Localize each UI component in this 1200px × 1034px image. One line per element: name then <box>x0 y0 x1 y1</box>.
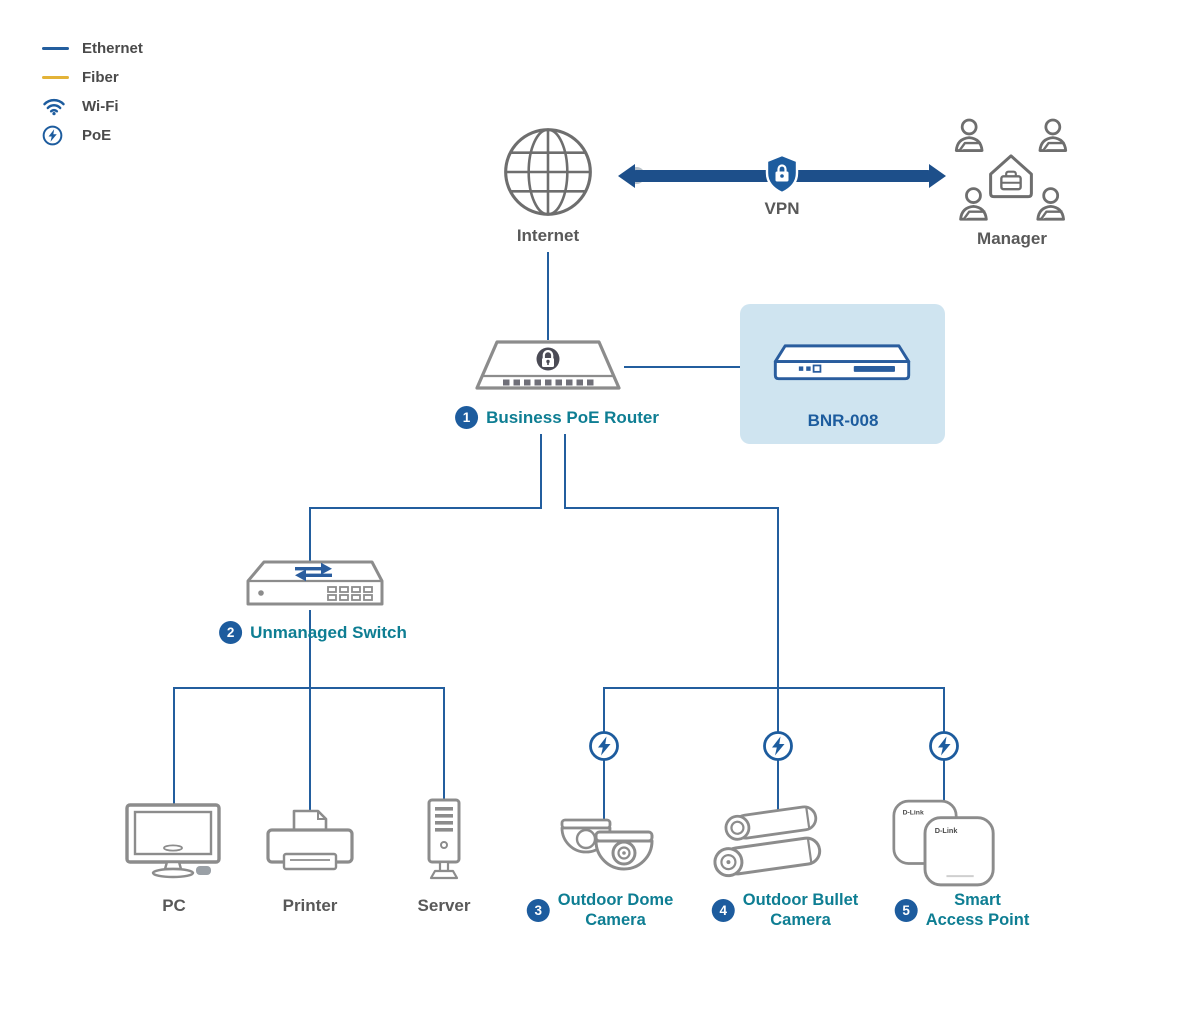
step-badge-5: 5 <box>894 898 918 922</box>
poe-router-icon <box>473 338 623 401</box>
legend-item-wifi: Wi-Fi <box>42 92 143 121</box>
poe-router-label-text: Business PoE Router <box>486 407 659 427</box>
dome-camera-icon <box>546 808 666 885</box>
server-icon <box>421 798 467 889</box>
edge-right-bus <box>603 687 945 689</box>
pc-label: PC <box>162 896 186 915</box>
poe-bolt-icon <box>42 125 72 146</box>
poe-injector-icon-bullet <box>762 730 794 767</box>
poe-router-label: 1 Business PoE Router <box>455 406 659 429</box>
dome-camera-label-line2: Camera <box>585 911 646 930</box>
vpn-label: VPN <box>764 199 800 218</box>
printer-label: Printer <box>282 896 338 915</box>
access-point-label-line2: Access Point <box>925 911 1030 930</box>
vpn-arrow-left-icon <box>618 164 635 188</box>
manager-label: Manager <box>977 229 1047 248</box>
poe-injector-icon-ap <box>928 730 960 767</box>
bnr008-label: BNR-008 <box>807 411 879 430</box>
pc-icon <box>124 802 224 887</box>
ap-brand-text-back: D-Link <box>903 810 924 817</box>
dome-camera-label: 3 Outdoor Dome Camera <box>526 890 674 930</box>
step-badge-4: 4 <box>711 898 735 922</box>
edge-switch-drop <box>309 507 311 562</box>
unmanaged-switch-label: 2 Unmanaged Switch <box>219 621 407 644</box>
bullet-camera-icon <box>708 805 848 888</box>
wifi-icon <box>42 97 72 116</box>
legend: Ethernet Fiber Wi-Fi <box>42 34 143 150</box>
access-point-icon: D-Link D-Link <box>888 798 1000 893</box>
server-label: Server <box>417 896 471 915</box>
legend-item-fiber: Fiber <box>42 63 143 92</box>
printer-icon <box>264 808 356 887</box>
ethernet-line-icon <box>42 47 72 50</box>
edge-internet-router <box>547 252 549 340</box>
vpn-arrow-right-icon <box>929 164 946 188</box>
legend-item-poe: PoE <box>42 121 143 150</box>
legend-label-ethernet: Ethernet <box>82 40 143 57</box>
edge-right-drop <box>777 507 779 689</box>
legend-item-ethernet: Ethernet <box>42 34 143 63</box>
vpn-shield-lock-icon <box>765 153 799 200</box>
vpn-link <box>616 153 948 195</box>
bullet-camera-label: 4 Outdoor Bullet Camera <box>711 890 859 930</box>
legend-label-fiber: Fiber <box>82 69 119 86</box>
access-point-label-line1: Smart <box>954 891 1001 909</box>
edge-left-horizontal <box>309 507 542 509</box>
legend-label-wifi: Wi-Fi <box>82 98 119 115</box>
bullet-camera-label-line2: Camera <box>770 911 831 930</box>
step-badge-2: 2 <box>219 621 243 644</box>
edge-router-bnr008 <box>624 366 740 368</box>
dome-camera-label-line1: Outdoor Dome <box>557 891 674 909</box>
edge-switch-down <box>309 610 311 689</box>
internet-label: Internet <box>516 226 580 245</box>
step-badge-3: 3 <box>526 898 550 922</box>
internet-globe-icon <box>502 126 594 223</box>
bullet-camera-label-line1: Outdoor Bullet <box>742 891 859 909</box>
unmanaged-switch-icon <box>234 558 386 615</box>
edge-printer-drop <box>309 687 311 813</box>
ap-brand-text-front: D-Link <box>935 826 959 835</box>
unmanaged-switch-label-text: Unmanaged Switch <box>250 622 407 642</box>
edge-right-horizontal <box>564 507 779 509</box>
access-point-label: 5 Smart Access Point <box>894 890 1030 930</box>
edge-pc-drop <box>173 687 175 809</box>
edge-router-split-left <box>540 434 542 509</box>
fiber-line-icon <box>42 76 72 79</box>
legend-label-poe: PoE <box>82 127 112 144</box>
poe-injector-icon-dome <box>588 730 620 767</box>
edge-router-split-right <box>564 434 566 509</box>
bnr008-device-icon <box>769 338 917 394</box>
step-badge-1: 1 <box>455 406 479 429</box>
edge-server-drop <box>443 687 445 803</box>
manager-group-icon <box>952 118 1070 231</box>
